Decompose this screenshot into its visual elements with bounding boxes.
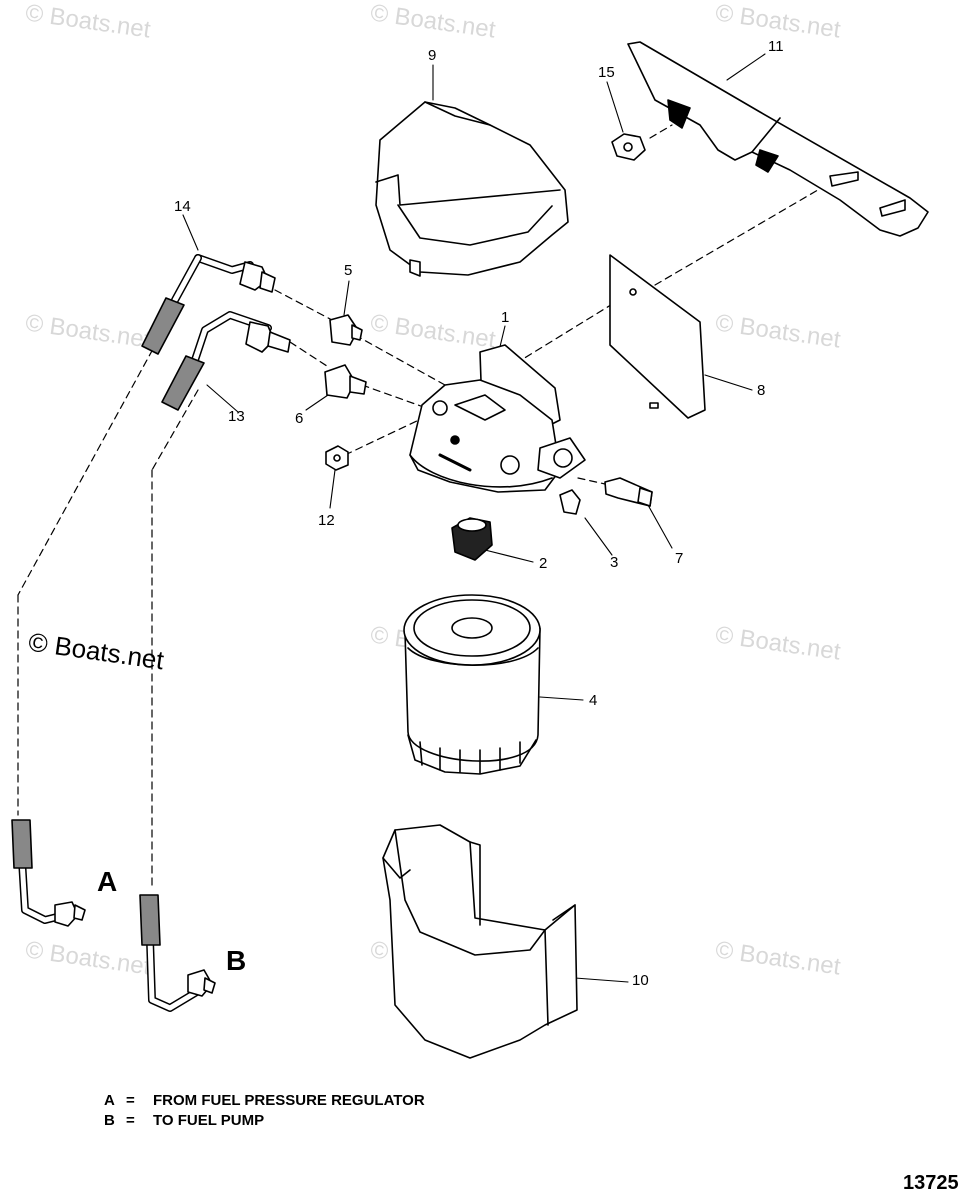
legend-b-text: TO FUEL PUMP bbox=[153, 1112, 265, 1129]
upper-cover-part-9 bbox=[376, 102, 568, 276]
bolt-part-7 bbox=[605, 478, 652, 506]
callout-8: 8 bbox=[757, 382, 766, 399]
callout-11: 11 bbox=[768, 38, 784, 55]
callout-1: 1 bbox=[501, 309, 510, 326]
bracket-part-11 bbox=[628, 42, 928, 236]
callout-10: 10 bbox=[632, 972, 649, 989]
callout-2: 2 bbox=[539, 555, 548, 572]
fuel-line-part-13 bbox=[162, 315, 290, 410]
callout-12: 12 bbox=[318, 512, 335, 529]
lower-cover-part-10 bbox=[383, 825, 577, 1058]
adapter-part-2 bbox=[452, 518, 492, 560]
fitting-part-5 bbox=[330, 315, 362, 345]
gasket-plate-part-8 bbox=[610, 255, 705, 418]
end-label-a: A bbox=[97, 866, 118, 897]
legend-a-text: FROM FUEL PRESSURE REGULATOR bbox=[153, 1092, 425, 1109]
leader-lines bbox=[183, 54, 765, 982]
fuel-line-end-b bbox=[140, 895, 215, 1008]
callout-7: 7 bbox=[675, 550, 684, 567]
callout-4: 4 bbox=[589, 692, 598, 709]
nut-part-12 bbox=[326, 446, 348, 470]
filter-head-part-1 bbox=[410, 345, 585, 492]
fuel-line-end-a bbox=[12, 820, 85, 926]
plug-part-3 bbox=[560, 490, 580, 514]
legend-a-key: A bbox=[104, 1092, 115, 1109]
filter-element-part-4 bbox=[404, 595, 540, 774]
callout-9: 9 bbox=[428, 47, 437, 64]
callout-13: 13 bbox=[228, 408, 245, 425]
legend-a-eq: = bbox=[126, 1092, 135, 1109]
callout-15: 15 bbox=[598, 64, 615, 81]
callout-14: 14 bbox=[174, 198, 191, 215]
fitting-part-6 bbox=[325, 365, 366, 398]
legend-b-key: B bbox=[104, 1112, 115, 1129]
callout-3: 3 bbox=[610, 554, 619, 571]
callout-6: 6 bbox=[295, 410, 304, 427]
assembly-center-lines bbox=[18, 125, 835, 890]
nut-part-15 bbox=[612, 134, 645, 160]
figure-number: 13725 bbox=[903, 1172, 959, 1194]
end-label-b: B bbox=[226, 945, 247, 976]
callout-5: 5 bbox=[344, 262, 353, 279]
fuel-line-part-14 bbox=[142, 258, 275, 354]
legend-b-eq: = bbox=[126, 1112, 135, 1129]
